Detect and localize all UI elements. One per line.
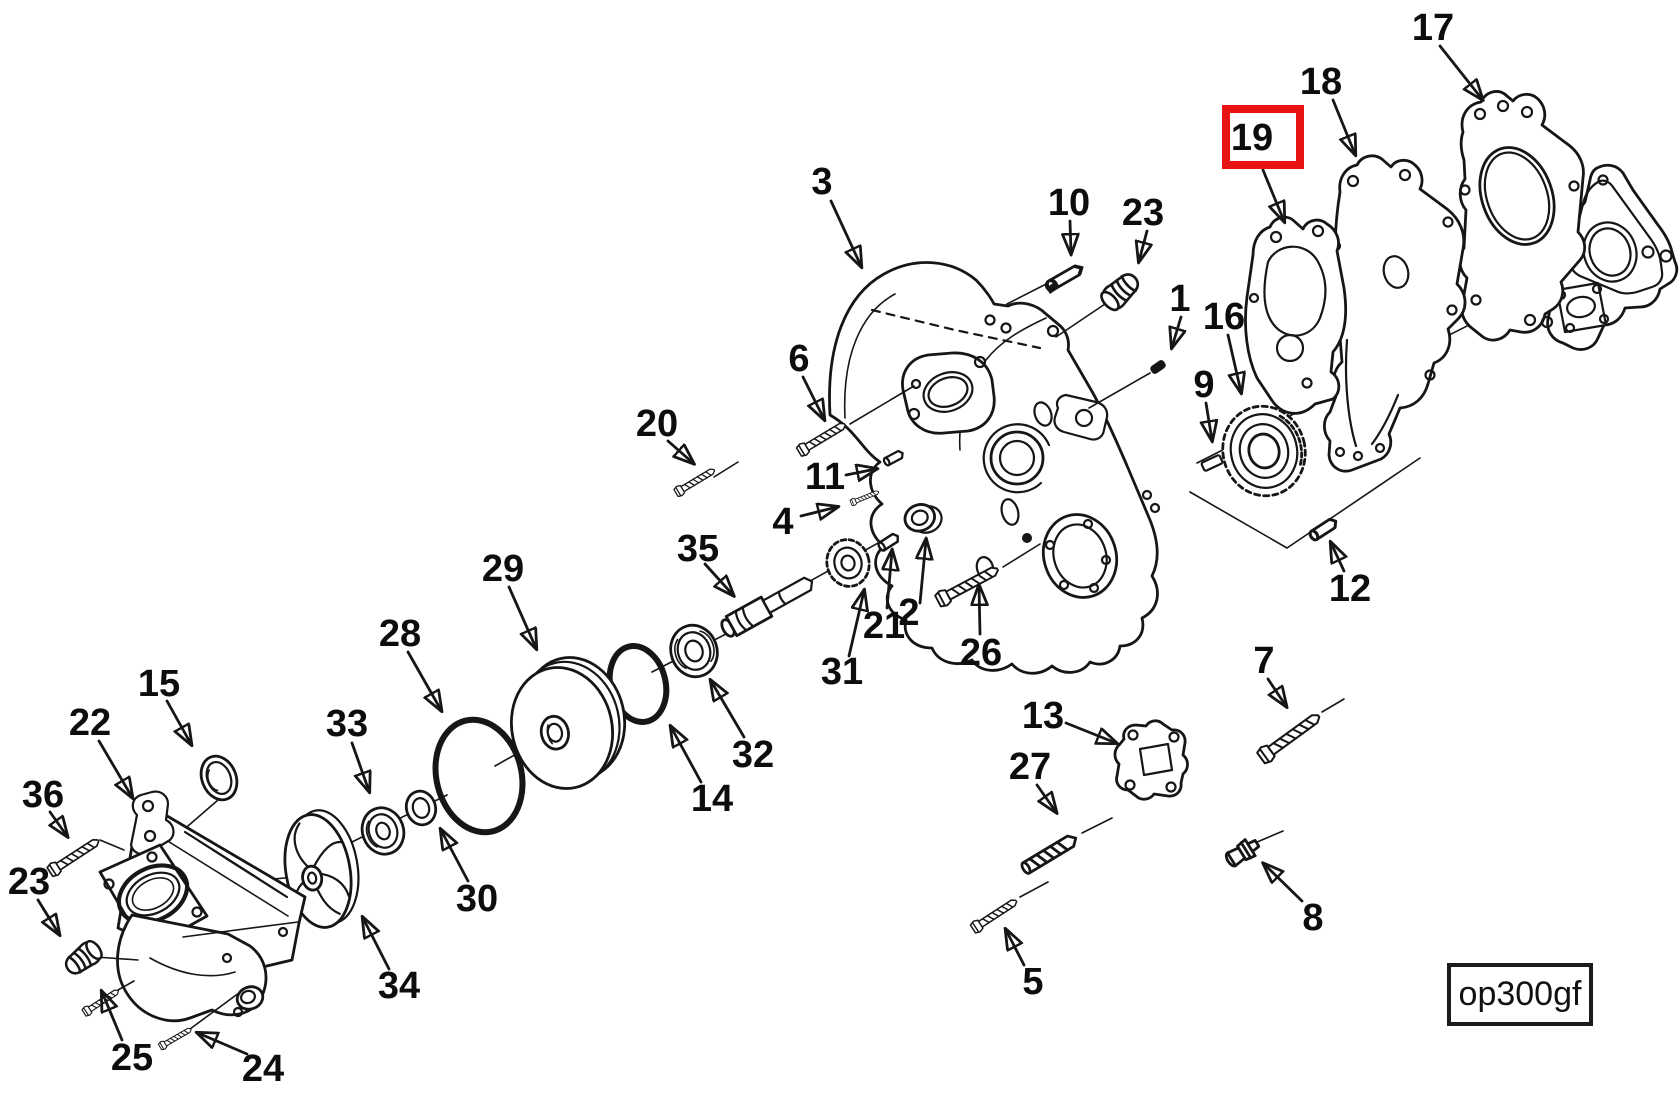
callout-arrow-28	[406, 650, 441, 710]
callout-arrow-19	[1261, 168, 1284, 221]
part-oil-pump-gear-16	[1221, 404, 1307, 498]
callout-arrow-8	[1264, 864, 1304, 903]
part-bolt-36	[45, 834, 125, 879]
callout-arrow-35	[703, 562, 733, 595]
callout-arrow-10	[1070, 219, 1071, 253]
part-bolt-6	[794, 385, 915, 459]
part-bolt-20	[672, 461, 739, 499]
callout-arrow-15	[165, 699, 191, 744]
part-dowel-pin-1	[1088, 360, 1166, 409]
part-timing-gear-cover-3	[828, 261, 1161, 675]
part-woodruff-key-9	[1200, 454, 1224, 472]
part-pulley-29	[509, 656, 627, 790]
figure-code-label: op300gf	[1458, 975, 1582, 1013]
part-ring-30	[404, 789, 438, 827]
callout-arrow-26	[979, 586, 980, 636]
callout-arrow-31	[847, 591, 864, 658]
part-fitting-8	[1224, 830, 1284, 868]
callout-arrow-29	[507, 585, 536, 648]
callout-arrow-5	[1006, 930, 1026, 967]
part-bolt-24	[157, 989, 244, 1052]
callout-arrow-4	[799, 507, 837, 516]
figure-code-box: op300gf	[1447, 963, 1593, 1026]
callout-arrow-11	[844, 469, 876, 475]
callout-arrow-25	[102, 992, 124, 1042]
callout-arrow-27	[1035, 783, 1056, 812]
callout-arrow-1	[1172, 315, 1181, 347]
part-plug-23-top	[1055, 267, 1145, 338]
callout-arrow-9	[1206, 401, 1212, 440]
callout-arrow-24	[198, 1033, 249, 1056]
part-dowel-pin-10	[1006, 263, 1084, 305]
callout-arrow-22	[97, 739, 132, 797]
part-stud-27	[1020, 817, 1113, 875]
part-bolt-26	[933, 543, 1041, 610]
part-pump-housing-22	[98, 790, 307, 1023]
callout-arrow-32	[711, 681, 746, 739]
part-plug-23-bottom	[60, 936, 139, 980]
part-drive-gear-31	[825, 538, 871, 588]
part-bolt-25	[80, 980, 135, 1018]
callout-arrow-3	[829, 199, 861, 266]
part-bearing-33	[360, 806, 406, 856]
callout-arrow-34	[363, 918, 391, 971]
callout-arrow-23	[36, 898, 59, 934]
callout-arrow-12	[1331, 543, 1344, 573]
callout-arrow-18	[1331, 98, 1355, 154]
callout-arrow-14	[671, 727, 703, 784]
callout-arrow-17	[1438, 44, 1482, 99]
part-shaft-35	[720, 576, 814, 638]
part-bolt-5	[968, 881, 1049, 935]
part-dowel-pin-12	[1306, 515, 1340, 543]
callout-arrow-33	[350, 741, 369, 791]
part-bolt-7	[1254, 698, 1345, 766]
callout-arrow-36	[50, 810, 67, 836]
callout-arrow-16	[1226, 333, 1241, 392]
callout-arrow-30	[441, 830, 470, 883]
part-o-ring-28	[432, 716, 526, 836]
callout-arrow-13	[1064, 721, 1116, 743]
part-bushing-2	[903, 503, 943, 534]
part-gasket-13	[1113, 719, 1189, 801]
callout-arrow-6	[801, 375, 824, 419]
callout-arrows	[36, 44, 1482, 1056]
callout-arrow-7	[1266, 677, 1286, 706]
part-cover-gasket-19	[1244, 215, 1348, 415]
part-seal-15	[199, 754, 239, 802]
part-bearing-32	[669, 623, 719, 679]
part-impeller-34	[283, 809, 360, 929]
callout-arrow-2	[920, 540, 926, 605]
callout-arrow-23	[1139, 229, 1147, 261]
callout-arrow-20	[666, 439, 693, 463]
callout-arrow-21	[887, 551, 892, 610]
